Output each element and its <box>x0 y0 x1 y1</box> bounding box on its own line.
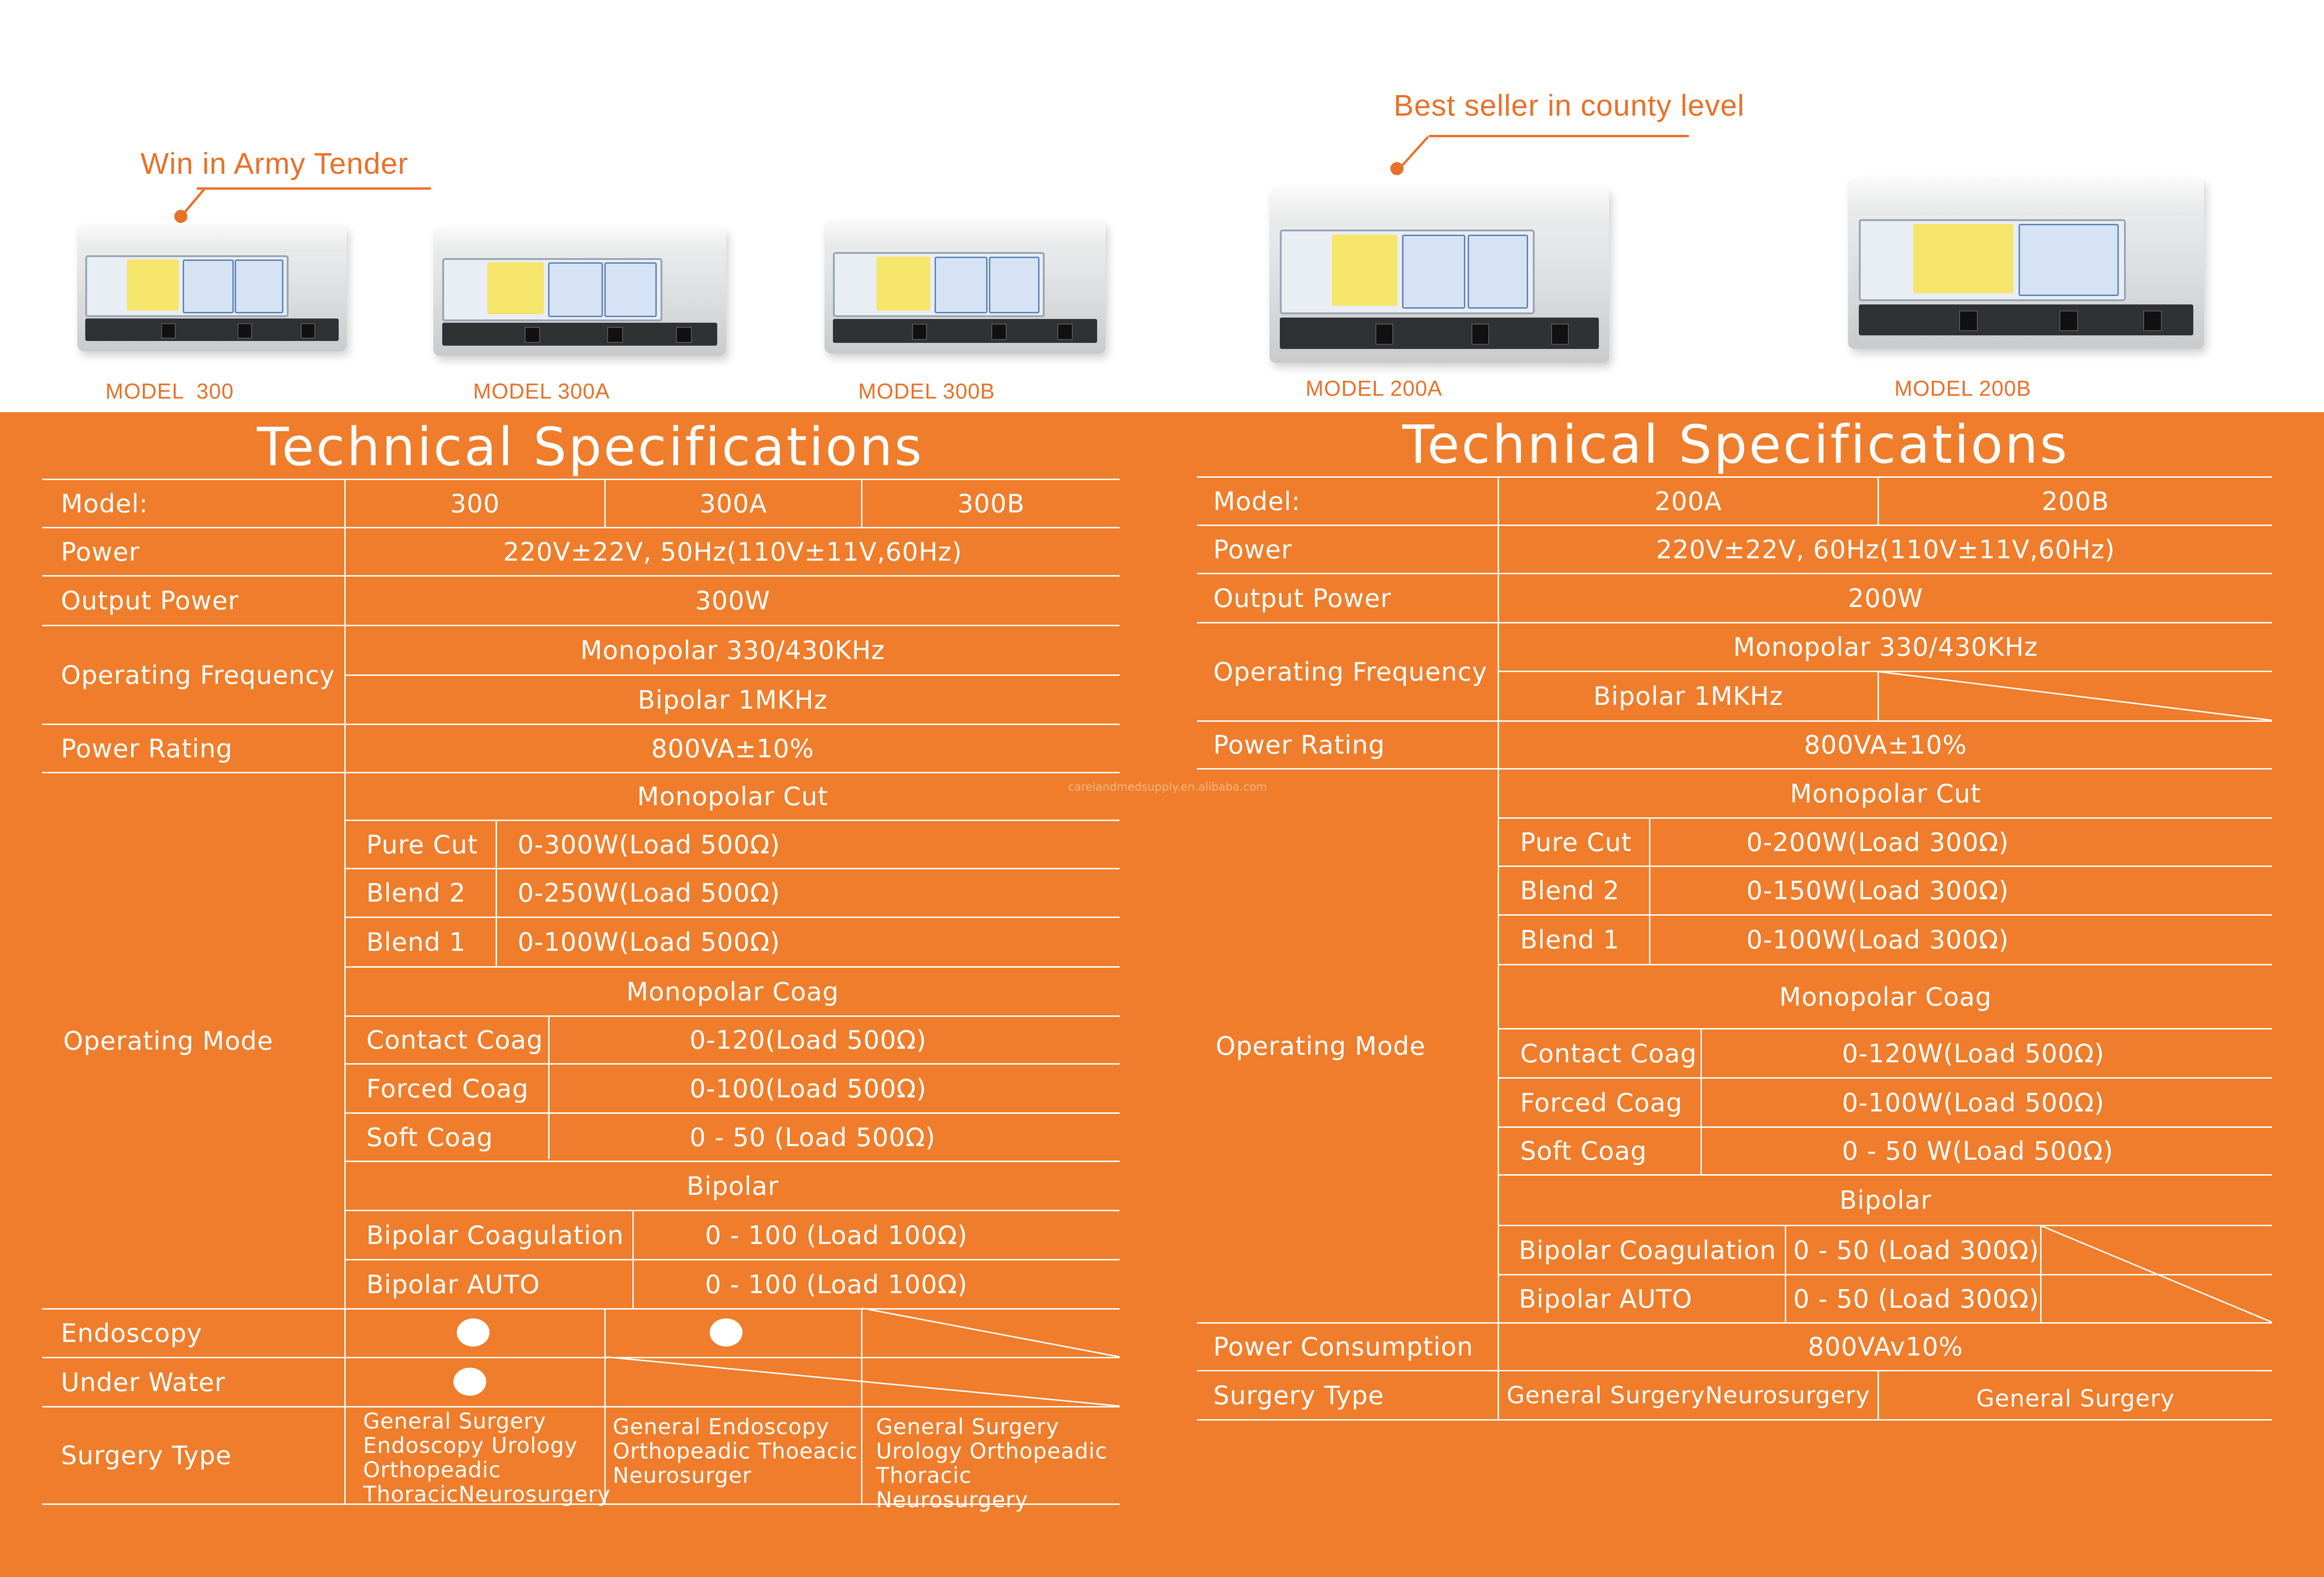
coag-mode-name: Forced Coag <box>366 1074 529 1103</box>
row-label-operating-frequency: Operating Frequency <box>61 660 335 690</box>
row-label-power-consumption: Power Consumption <box>1213 1332 1474 1362</box>
row-label-power: Power <box>61 537 140 567</box>
row-label-surgery-type: Surgery Type <box>61 1441 232 1470</box>
right-spec-title: Technical Specifications <box>1402 415 2069 475</box>
row-label-operating-frequency: Operating Frequency <box>1213 657 1488 687</box>
endoscopy-supported-300a <box>710 1318 742 1347</box>
model-label-300b: MODEL 300B <box>858 379 995 403</box>
endoscopy-supported-300 <box>457 1318 490 1347</box>
output-power-value: 200W <box>1848 583 1923 613</box>
cut-mode-value: 0-150W(Load 300Ω) <box>1746 876 2009 905</box>
surgery-type-300: General Surgery Endoscopy Urology Orthop… <box>363 1408 611 1507</box>
coag-mode-name: Forced Coag <box>1520 1088 1683 1118</box>
cut-mode-value: 0-100W(Load 500Ω) <box>518 927 780 957</box>
device-model-300 <box>77 225 347 351</box>
coag-mode-value: 0-120(Load 500Ω) <box>690 1025 927 1055</box>
power-rating-value: 800VA±10% <box>651 733 814 763</box>
row-label-surgery-type: Surgery Type <box>1213 1380 1384 1410</box>
cut-mode-name: Blend 1 <box>366 927 466 957</box>
cut-mode-name: Blend 2 <box>1520 876 1620 905</box>
power-value: 220V±22V, 60Hz(110V±11V,60Hz) <box>1656 534 2115 564</box>
cut-mode-name: Pure Cut <box>1520 827 1632 857</box>
coag-mode-name: Contact Coag <box>1520 1038 1697 1068</box>
callout-underline <box>1429 135 1689 137</box>
power-consumption-value: 800VAv10% <box>1808 1332 1963 1362</box>
cut-mode-name: Blend 1 <box>1520 925 1620 955</box>
coag-mode-name: Soft Coag <box>366 1122 493 1152</box>
coag-mode-value: 0-100W(Load 500Ω) <box>1842 1088 2105 1118</box>
row-label-endoscopy: Endoscopy <box>61 1318 202 1348</box>
surgery-type-300b: General Surgery Urology Orthopeadic Thor… <box>876 1414 1108 1512</box>
cut-mode-value: 0-100W(Load 300Ω) <box>1746 925 2009 955</box>
monopolar-cut-header: Monopolar Cut <box>1790 778 1981 808</box>
monopolar-cut-header: Monopolar Cut <box>637 782 828 811</box>
row-label-model: Model: <box>1213 486 1301 516</box>
row-label-under-water: Under Water <box>61 1367 226 1397</box>
monopolar-coag-header: Monopolar Coag <box>626 977 839 1007</box>
model-label-300a: MODEL 300A <box>473 379 610 403</box>
watermark: carelandmedsupply.en.alibaba.com <box>1068 780 1267 793</box>
frequency-monopolar: Monopolar 330/430KHz <box>1733 632 2038 662</box>
underwater-supported-300 <box>453 1368 486 1396</box>
frequency-bipolar: Bipolar 1MKHz <box>638 685 828 715</box>
surgery-type-200b: General Surgery <box>1976 1385 2175 1412</box>
coag-mode-name: Contact Coag <box>366 1025 543 1055</box>
callout-dot <box>1390 162 1403 175</box>
callout-army-tender: Win in Army Tender <box>141 147 408 180</box>
callout-best-seller: Best seller in county level <box>1394 89 1745 122</box>
cut-mode-value: 0-250W(Load 500Ω) <box>518 878 780 908</box>
model-label-200b: MODEL 200B <box>1894 376 2032 400</box>
bipolar-header: Bipolar <box>1839 1185 1932 1215</box>
coag-mode-value: 0 - 50 (Load 500Ω) <box>690 1122 936 1152</box>
row-label-output-power: Output Power <box>61 586 239 615</box>
cut-mode-value: 0-200W(Load 300Ω) <box>1746 827 2009 857</box>
model-col-300: 300 <box>450 489 500 518</box>
bipolar-mode-name: Bipolar AUTO <box>1519 1284 1693 1314</box>
model-col-200b: 200B <box>2042 486 2109 516</box>
bipolar-header: Bipolar <box>686 1171 779 1201</box>
cut-mode-name: Blend 2 <box>366 878 466 908</box>
model-label-200a: MODEL 200A <box>1306 376 1443 400</box>
bipolar-mode-value: 0 - 50 (Load 300Ω) <box>1793 1284 2040 1314</box>
monopolar-coag-header: Monopolar Coag <box>1779 982 1992 1012</box>
coag-mode-value: 0-100(Load 500Ω) <box>690 1074 927 1103</box>
coag-mode-name: Soft Coag <box>1520 1136 1647 1166</box>
model-col-300b: 300B <box>957 489 1025 518</box>
bipolar-mode-value: 0 - 100 (Load 100Ω) <box>705 1220 968 1250</box>
surgery-type-200a: General SurgeryNeurosurgery <box>1507 1382 1870 1409</box>
cut-mode-name: Pure Cut <box>366 829 478 859</box>
row-label-power-rating: Power Rating <box>1213 730 1385 760</box>
left-spec-title: Technical Specifications <box>257 417 924 478</box>
coag-mode-value: 0 - 50 W(Load 500Ω) <box>1842 1136 2114 1166</box>
device-model-300b <box>824 220 1106 354</box>
row-label-output-power: Output Power <box>1213 583 1392 613</box>
callout-dot <box>174 210 187 223</box>
model-col-300a: 300A <box>699 489 767 518</box>
bipolar-mode-name: Bipolar AUTO <box>366 1269 540 1299</box>
surgery-type-300a: General Endoscopy Orthopeadic Thoeacic N… <box>613 1414 858 1488</box>
bipolar-mode-value: 0 - 100 (Load 100Ω) <box>705 1269 968 1299</box>
power-rating-value: 800VA±10% <box>1804 730 1967 760</box>
row-label-operating-mode: Operating Mode <box>1216 1031 1426 1061</box>
power-value: 220V±22V, 50Hz(110V±11V,60Hz) <box>503 537 962 567</box>
frequency-bipolar: Bipolar 1MKHz <box>1593 681 1783 711</box>
device-model-200a <box>1270 187 1609 363</box>
cut-mode-value: 0-300W(Load 500Ω) <box>518 829 780 859</box>
bipolar-mode-name: Bipolar Coagulation <box>1519 1235 1776 1265</box>
bipolar-mode-name: Bipolar Coagulation <box>366 1220 624 1250</box>
frequency-monopolar: Monopolar 330/430KHz <box>580 636 885 665</box>
row-label-operating-mode: Operating Mode <box>63 1026 274 1056</box>
model-col-200a: 200A <box>1654 486 1722 516</box>
row-label-model: Model: <box>61 489 148 518</box>
bipolar-mode-value: 0 - 50 (Load 300Ω) <box>1793 1235 2040 1265</box>
model-label-300: MODEL 300 <box>105 379 234 403</box>
callout-underline <box>197 187 431 190</box>
device-model-200b <box>1848 178 2204 349</box>
coag-mode-value: 0-120W(Load 500Ω) <box>1842 1038 2105 1068</box>
output-power-value: 300W <box>695 586 771 615</box>
device-model-300a <box>433 227 726 356</box>
row-label-power-rating: Power Rating <box>61 733 233 763</box>
row-label-power: Power <box>1213 534 1292 564</box>
